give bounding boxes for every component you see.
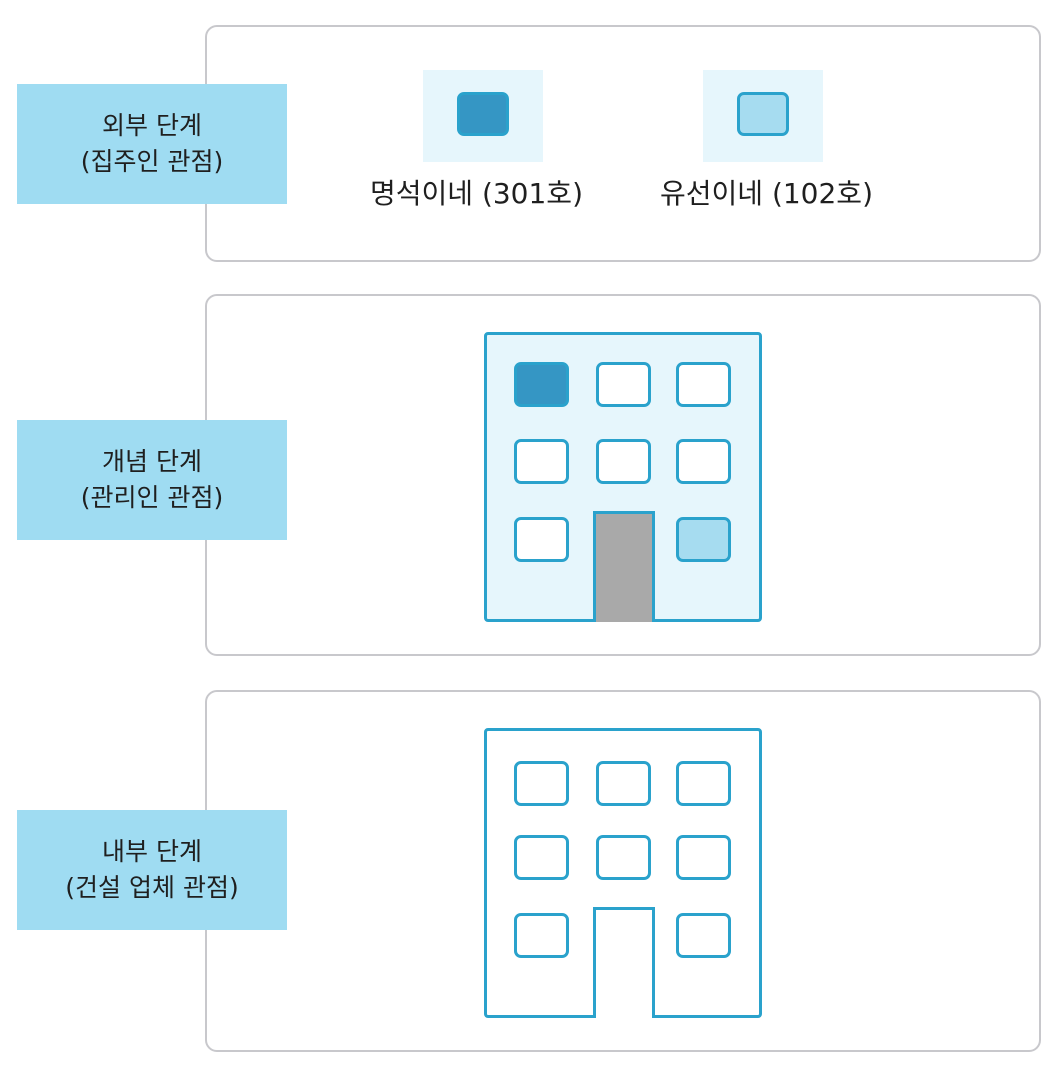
tenant-301-view [423,70,543,162]
internal-level-subtitle: (건설 업체 관점) [65,873,239,902]
window-icon [514,835,569,880]
window-icon [676,362,731,407]
internal-building-icon [484,728,762,1018]
external-level-subtitle: (집주인 관점) [80,147,224,176]
window-icon [676,835,731,880]
tenant-102-caption: 유선이네 (102호) [660,177,873,210]
conceptual-building-icon [484,332,762,622]
window-icon [676,439,731,484]
door-icon [593,511,655,622]
window-unit-102-icon [676,517,731,562]
door-icon [593,907,655,1018]
window-icon [514,761,569,806]
window-icon [596,362,651,407]
window-icon [596,439,651,484]
conceptual-level-label: 개념 단계 (관리인 관점) [17,420,287,540]
window-icon [676,913,731,958]
unit-102-window-icon [737,92,789,136]
window-icon [514,517,569,562]
window-icon [514,439,569,484]
external-level-title: 외부 단계 [102,111,202,140]
window-icon [596,835,651,880]
window-icon [596,761,651,806]
unit-301-window-icon [457,92,509,136]
window-icon [676,761,731,806]
internal-level-label: 내부 단계 (건설 업체 관점) [17,810,287,930]
internal-level-title: 내부 단계 [102,837,202,866]
tenant-301-caption: 명석이네 (301호) [370,177,583,210]
external-level-label: 외부 단계 (집주인 관점) [17,84,287,204]
conceptual-level-subtitle: (관리인 관점) [80,483,224,512]
tenant-102-view [703,70,823,162]
window-icon [514,913,569,958]
conceptual-level-title: 개념 단계 [102,447,202,476]
external-level-panel [205,25,1041,262]
window-unit-301-icon [514,362,569,407]
